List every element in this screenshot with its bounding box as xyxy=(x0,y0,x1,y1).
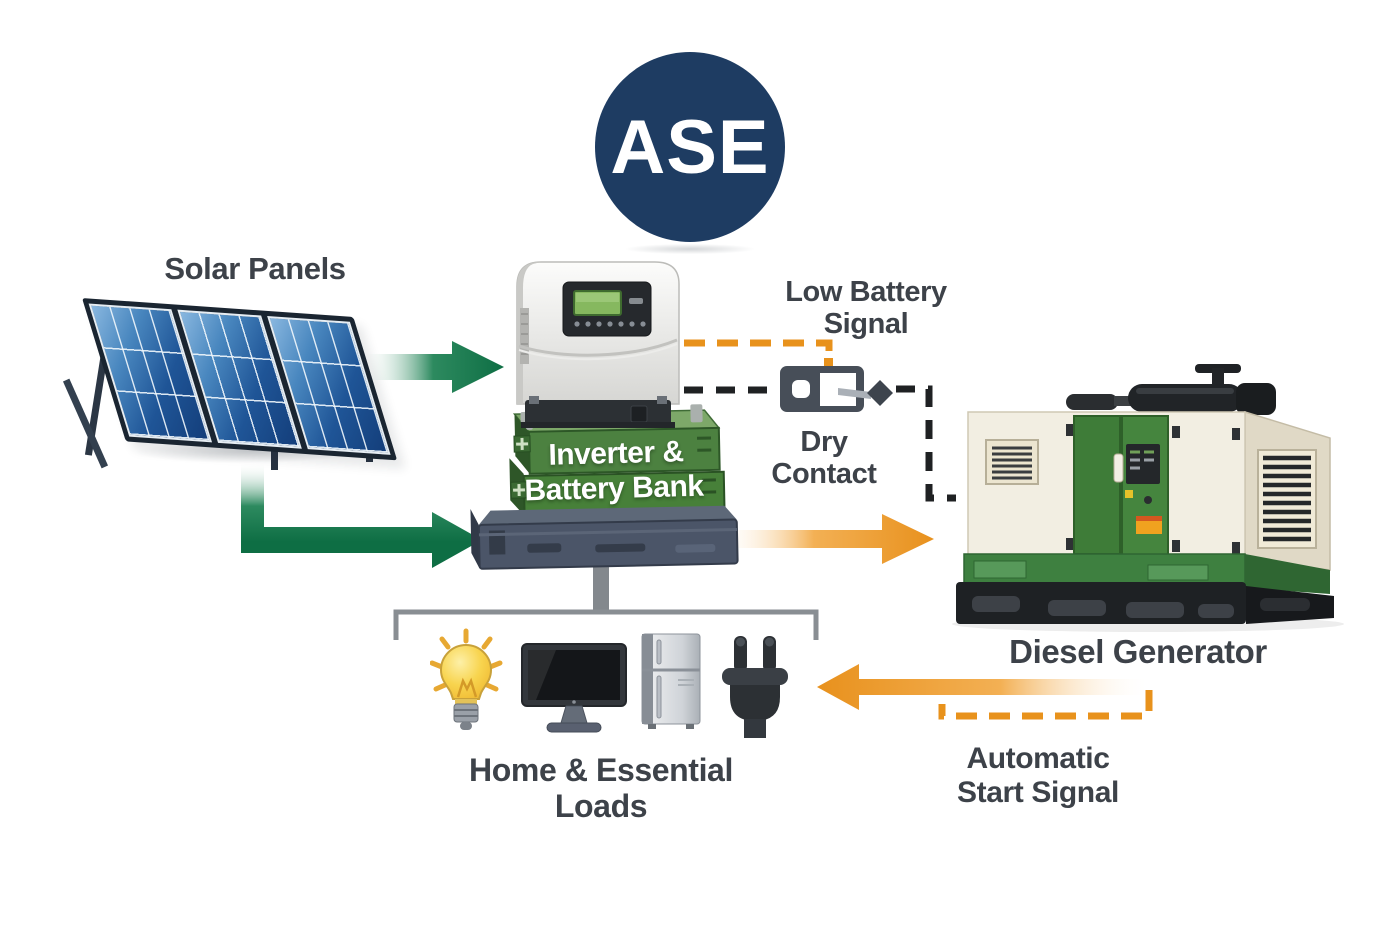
battery-label-line2: Battery Bank xyxy=(524,469,704,508)
ase-logo: ASE xyxy=(595,52,785,242)
green-arrow-solar-to-controller xyxy=(362,341,504,393)
dry-contact-label-line1: Dry xyxy=(800,426,848,458)
solar-panels-label: Solar Panels xyxy=(164,251,346,286)
auto-start-signal-label-line2: Start Signal xyxy=(957,775,1119,809)
auto-start-signal-label-line1: Automatic xyxy=(966,742,1110,775)
solar-panels-illustration xyxy=(62,286,426,491)
logo-shadow xyxy=(603,242,777,256)
diesel-generator-illustration xyxy=(952,364,1344,632)
loads-bracket xyxy=(393,609,819,640)
home-essential-loads-label: Home & Essential Loads xyxy=(469,752,733,824)
diesel-generator-label: Diesel Generator xyxy=(1009,633,1267,670)
generator-door xyxy=(1073,415,1121,555)
solar-panel-array xyxy=(82,298,398,461)
power-plug-icon xyxy=(722,636,788,738)
low-battery-signal-label-line1: Low Battery xyxy=(785,276,947,308)
charge-controller-illustration xyxy=(516,261,680,428)
solar-foot xyxy=(271,444,278,470)
dashed-line-low-battery-signal xyxy=(684,339,833,360)
lightbulb-icon xyxy=(430,628,503,730)
dry-contact-switch-icon xyxy=(780,358,893,412)
orange-arrow-battery-to-generator xyxy=(716,514,934,564)
dashed-line-auto-start-signal xyxy=(938,690,1153,720)
dry-contact-label-line2: Contact xyxy=(771,458,877,491)
green-arrow-solar-to-battery xyxy=(241,462,482,568)
low-battery-signal-label-line2: Signal xyxy=(823,308,909,341)
ase-logo-text: ASE xyxy=(610,104,770,190)
refrigerator-icon xyxy=(641,633,701,729)
orange-arrow-generator-to-loads xyxy=(817,664,1151,710)
dashed-line-contact-to-generator xyxy=(896,385,956,502)
monitor-icon xyxy=(521,643,627,733)
battery-label-line1: Inverter & xyxy=(548,435,684,472)
loads-stem xyxy=(593,566,609,612)
generator-door xyxy=(1121,415,1169,557)
